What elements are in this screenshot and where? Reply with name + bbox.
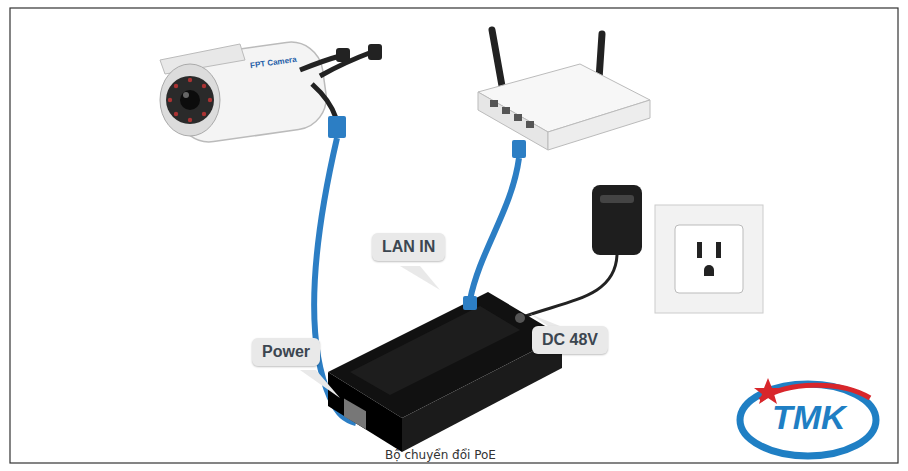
callout-tail [300, 370, 340, 398]
callout-text: LAN IN [382, 238, 435, 255]
camera [160, 38, 382, 146]
logo [740, 378, 876, 456]
callout-bubble: LAN IN [372, 233, 445, 261]
poe-injector [328, 292, 562, 452]
power-outlet [592, 185, 763, 313]
callout-text: DC 48V [542, 331, 598, 348]
dc-cable [520, 255, 617, 318]
router [478, 30, 650, 158]
caption: Bộ chuyển đổi PoE [385, 448, 496, 462]
logo-text: TMK [772, 398, 846, 437]
callout-text: Power [262, 343, 310, 360]
callout-tail [400, 266, 440, 290]
callout-tail [530, 314, 560, 326]
frame [10, 8, 898, 463]
router-cable [470, 158, 519, 300]
callout-bubble: Power [252, 338, 320, 366]
callout-bubble: DC 48V [532, 326, 608, 354]
